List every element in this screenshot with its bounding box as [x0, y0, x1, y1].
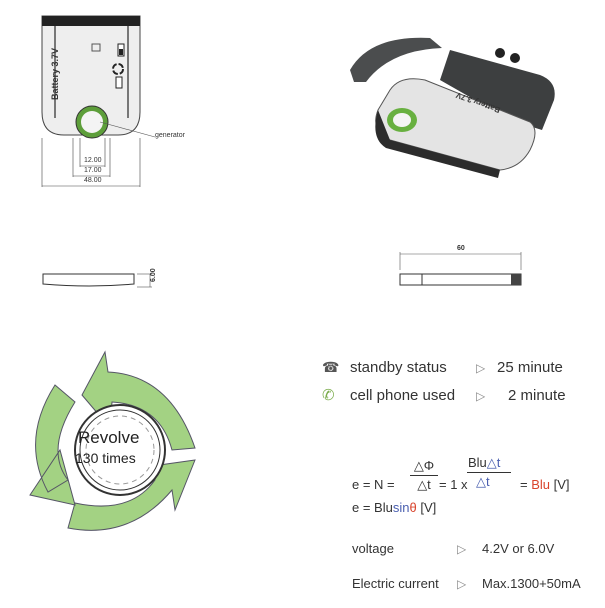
- formula2-theta: θ: [409, 500, 417, 515]
- formula-den1: △t: [417, 477, 431, 492]
- formula-lhs: e = N =: [352, 477, 395, 492]
- dim-12: 12.00: [84, 157, 102, 164]
- current-value: Max.1300+50mA: [482, 576, 581, 591]
- formula-result: Blu: [531, 477, 551, 492]
- triangle-icon: ▷: [457, 542, 467, 556]
- current-label: Electric current: [352, 576, 439, 591]
- formula-unit: [V]: [553, 477, 570, 492]
- dim-17: 17.00: [84, 167, 102, 174]
- formula-num1: △Φ: [413, 458, 435, 473]
- formula-num2b: △t: [486, 455, 501, 470]
- arrow-top: [81, 350, 196, 451]
- standby-label: standby status: [350, 359, 447, 376]
- dim-length: 60: [457, 245, 465, 252]
- formula2-unit: [V]: [420, 500, 437, 515]
- formula2-sin: sin: [392, 500, 410, 515]
- formula-num2a: Blu: [468, 455, 487, 470]
- formula-eq: =: [520, 477, 528, 492]
- triangle-icon: ▷: [476, 361, 486, 375]
- used-label: cell phone used: [350, 387, 456, 404]
- dim-thickness: 6.00: [150, 268, 157, 282]
- revolve-line1: Revolve: [78, 428, 140, 447]
- front-battery-label: Battery 3.7V: [50, 47, 60, 100]
- triangle-icon: ▷: [457, 577, 467, 591]
- side-views: [42, 252, 522, 288]
- front-view-drawing: [41, 15, 156, 187]
- formula-mid: = 1 x: [439, 477, 468, 492]
- arrow-bottom: [67, 459, 196, 531]
- generator-label: generator: [155, 132, 185, 139]
- formula-den2: △t: [476, 474, 490, 489]
- triangle-icon: ▷: [476, 389, 486, 403]
- formula2-a: e = Blu: [352, 500, 393, 515]
- revolve-line2: 130 times: [75, 450, 136, 466]
- handset-down-icon: ☎: [322, 359, 340, 375]
- voltage-label: voltage: [352, 541, 394, 556]
- standby-value: 25 minute: [497, 359, 563, 376]
- arrow-left: [29, 384, 76, 506]
- used-value: 2 minute: [508, 387, 566, 404]
- phone-green-icon: ✆: [322, 387, 335, 404]
- revolve-graphic: [29, 350, 196, 531]
- voltage-value: 4.2V or 6.0V: [482, 541, 555, 556]
- device-render: [350, 37, 555, 178]
- dim-48: 48.00: [84, 177, 102, 184]
